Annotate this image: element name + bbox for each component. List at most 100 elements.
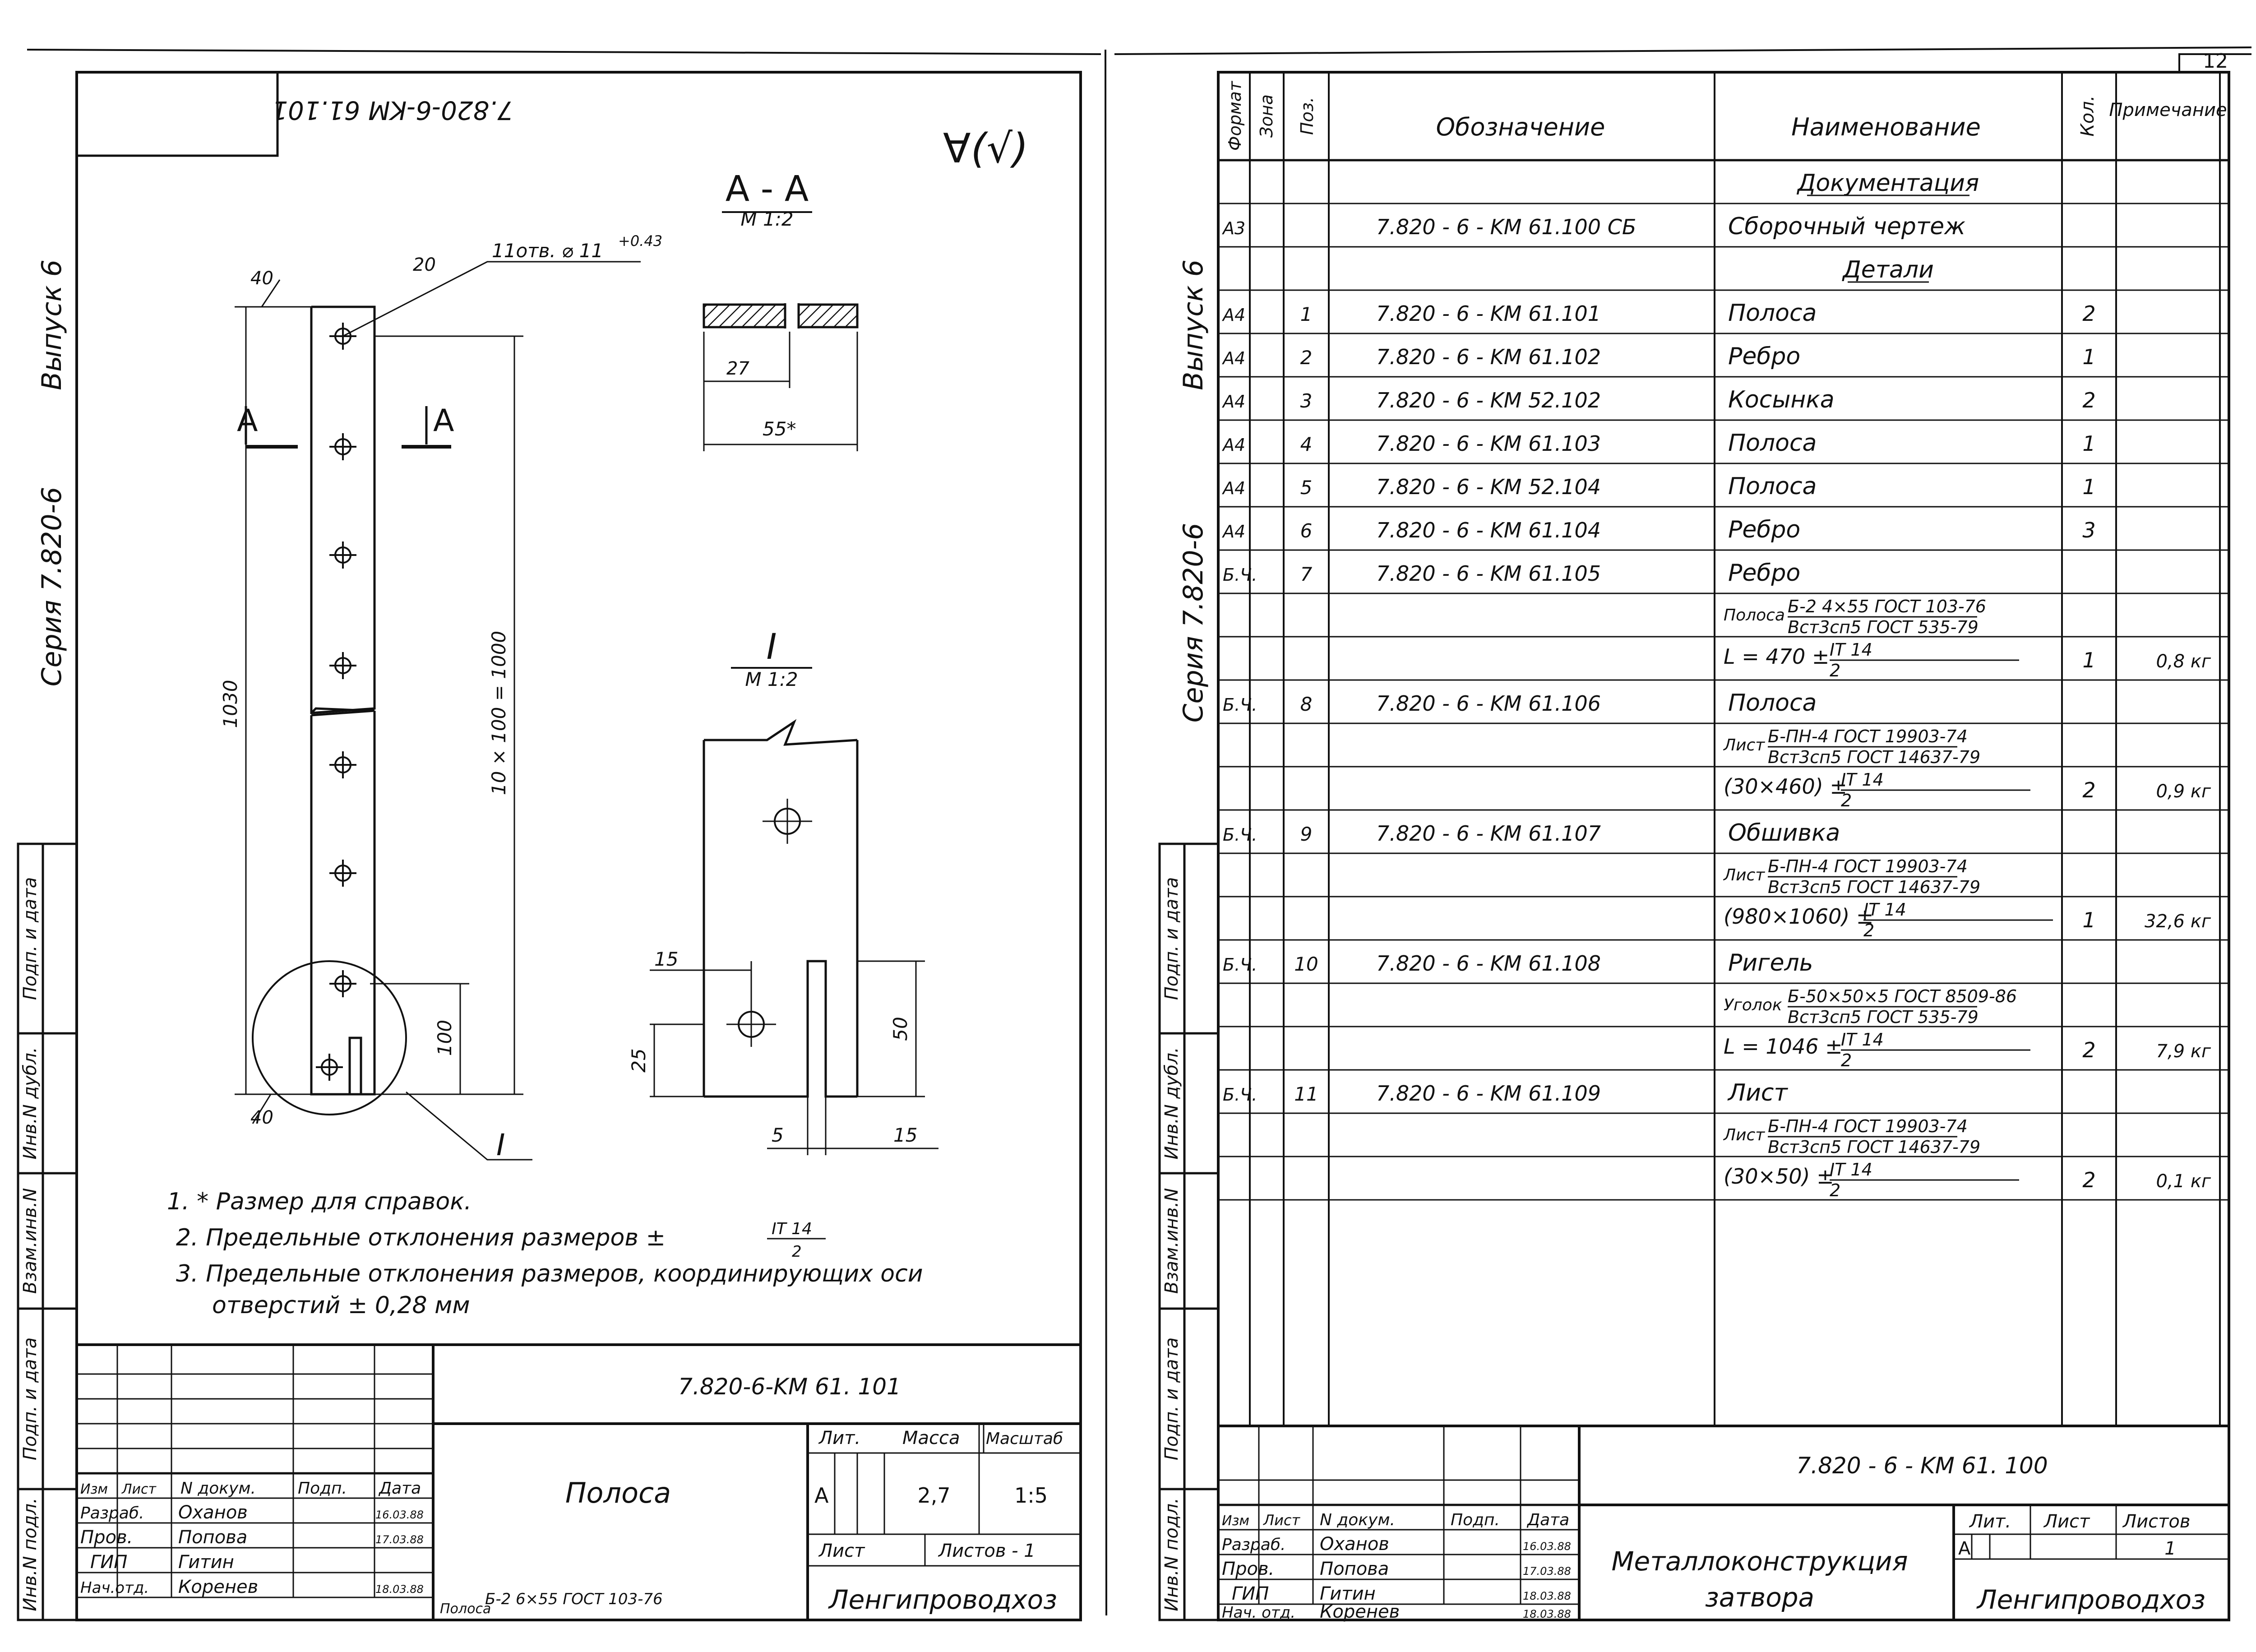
spec-name: Сборочный чертеж	[1728, 213, 1965, 240]
spec-format: А4	[1221, 478, 1245, 498]
dim-25: 25	[628, 1048, 650, 1072]
spec-name: Полоса	[1728, 430, 1817, 457]
right-stamp-date-0: 16.03.88	[1523, 1540, 1571, 1553]
spec-frac-num: Б-ПН-4 ГОСТ 19903-74	[1768, 856, 1968, 876]
left-stamp-name-1: Попова	[178, 1527, 247, 1548]
spec-name: Обшивка	[1728, 819, 1840, 847]
detail-scale: М 1:2	[745, 668, 798, 690]
left-stamp-lit-label: Лит.	[818, 1428, 860, 1448]
right-stamp-head-izm: Изм	[1222, 1513, 1249, 1529]
spec-name: Лист	[1727, 1079, 1788, 1106]
right-stamp-date-3: 18.03.88	[1523, 1608, 1571, 1620]
spec-note: 0,9 кг	[2156, 781, 2211, 802]
right-stamp-role-2: ГИП	[1232, 1583, 1269, 1604]
left-stamp-head-list: Лист	[121, 1481, 157, 1497]
left-stamp-material: Б-2 6×55 ГОСТ 103-76	[485, 1590, 663, 1608]
right-issue-label: Выпуск 6	[1178, 259, 1209, 390]
section-scale: М 1:2	[740, 208, 793, 230]
spec-frac-den: 2	[1841, 791, 1852, 810]
right-stamp-date-2: 18.03.88	[1523, 1590, 1571, 1602]
spec-pos: 6	[1300, 520, 1313, 542]
right-side-label-3: Подп. и дата	[1161, 1337, 1182, 1460]
spec-qty: 2	[2082, 301, 2095, 326]
header-code: 7.820-6-KM 61.101	[272, 95, 513, 125]
note-2-frac-num: IT 14	[772, 1220, 812, 1238]
right-stamp-head-sign: Подп.	[1451, 1511, 1500, 1529]
left-stamp-head-doc: N докум.	[180, 1479, 256, 1498]
spec-frac-num: IT 14	[1830, 640, 1872, 660]
right-stamp-name-0: Оханов	[1320, 1534, 1389, 1555]
dim-1030: 1030	[219, 680, 241, 728]
spec-pos: 4	[1300, 433, 1313, 455]
left-stamp-material-prefix: Полоса	[440, 1601, 491, 1617]
spec-pos: 5	[1300, 477, 1313, 499]
right-stamp-head-date: Дата	[1526, 1511, 1569, 1529]
spec-qty: 1	[2082, 908, 2095, 932]
right-stamp-sheets-label: Листов	[2122, 1511, 2190, 1532]
spec-format: А4	[1221, 392, 1245, 412]
spec-qty: 2	[2082, 1038, 2095, 1062]
right-stamp-head-list: Лист	[1263, 1512, 1300, 1529]
spec-frac-num: IT 14	[1863, 900, 1906, 920]
cut-label-left: А	[237, 403, 258, 439]
spec-name: Полоса	[1724, 606, 1785, 625]
right-stamp-title-2: затвора	[1705, 1582, 1814, 1613]
left-stamp-head-izm: Изм	[80, 1481, 108, 1497]
spec-section-title: Детали	[1842, 256, 1934, 283]
left-side-label-2: Взам.инв.N	[20, 1188, 41, 1294]
right-stamp-name-3: Коренев	[1320, 1601, 1400, 1622]
note-3: 3. Предельные отклонения размеров, коорд…	[176, 1260, 923, 1287]
right-stamp-role-1: Пров.	[1222, 1559, 1274, 1579]
spec-qty: 1	[2082, 648, 2095, 672]
right-stamp-code: 7.820 - 6 - KM 61. 100	[1796, 1453, 2048, 1479]
dim-15-b: 15	[893, 1124, 917, 1146]
left-stamp-date-1: 17.03.88	[375, 1533, 424, 1546]
detail-callout: I	[496, 1128, 505, 1162]
spec-note: 32,6 кг	[2145, 911, 2211, 932]
spec-name: (980×1060) ±	[1724, 904, 1873, 929]
spec-frac-den: Вст3сп5 ГОСТ 14637-79	[1768, 877, 1980, 897]
right-stamp-role-0: Разраб.	[1222, 1536, 1285, 1554]
left-stamp-name-3: Коренев	[178, 1577, 258, 1597]
left-stamp-sheet-label: Лист	[818, 1541, 865, 1561]
spec-qty: 2	[2082, 1168, 2095, 1192]
left-stamp-org: Ленгипроводхоз	[828, 1584, 1057, 1615]
left-side-label-0: Подп. и дата	[20, 877, 41, 1000]
spec-format: А4	[1221, 348, 1245, 368]
left-stamp-name-2: Гитин	[178, 1552, 234, 1573]
col-header-name: Наименование	[1791, 113, 1981, 141]
dim-40-top: 40	[250, 268, 273, 289]
spec-frac-num: Б-ПН-4 ГОСТ 19903-74	[1768, 1116, 1968, 1136]
spec-qty: 1	[2082, 475, 2095, 499]
right-stamp-lit-label: Лит.	[1969, 1511, 2011, 1532]
spec-code: 7.820 - 6 - KM 61.101	[1376, 301, 1601, 326]
spec-frac-num: Б-50×50×5 ГОСТ 8509-86	[1788, 986, 2017, 1006]
col-header-format: Формат	[1225, 80, 1245, 151]
spec-code: 7.820 - 6 - KM 61.107	[1376, 821, 1601, 846]
spec-name: Косынка	[1728, 386, 1835, 413]
spec-pos: 9	[1300, 823, 1313, 845]
spec-pos: 3	[1300, 390, 1313, 412]
spec-pos: 10	[1294, 953, 1318, 975]
spec-format: А4	[1221, 522, 1245, 541]
spec-pos: 8	[1300, 693, 1313, 715]
spec-frac-den: 2	[1830, 661, 1840, 680]
spec-note: 0,1 кг	[2156, 1171, 2211, 1192]
note-2-frac-den: 2	[792, 1243, 802, 1261]
note-2: 2. Предельные отклонения размеров ±	[176, 1224, 666, 1251]
col-header-code: Обозначение	[1436, 113, 1605, 141]
left-stamp-role-0: Разраб.	[80, 1504, 144, 1522]
spec-pos: 11	[1294, 1083, 1318, 1105]
spec-format: Б.Ч.	[1223, 565, 1257, 585]
right-stamp-org: Ленгипроводхоз	[1976, 1584, 2205, 1615]
spec-qty: 2	[2082, 778, 2095, 802]
spec-code: 7.820 - 6 - KM 61.108	[1376, 951, 1601, 976]
spec-frac-den: Вст3сп5 ГОСТ 14637-79	[1768, 1137, 1980, 1157]
spec-code: 7.820 - 6 - KM 61.106	[1376, 691, 1601, 716]
right-side-label-4: Инв.N подл.	[1161, 1498, 1182, 1611]
spec-frac-den: Вст3сп5 ГОСТ 14637-79	[1768, 747, 1980, 767]
left-stamp-head-sign: Подп.	[298, 1479, 347, 1498]
spec-code: 7.820 - 6 - KM 61.100 СБ	[1376, 215, 1636, 239]
left-stamp-scale-label: Масштаб	[986, 1430, 1063, 1448]
left-side-label-3: Подп. и дата	[20, 1337, 41, 1460]
